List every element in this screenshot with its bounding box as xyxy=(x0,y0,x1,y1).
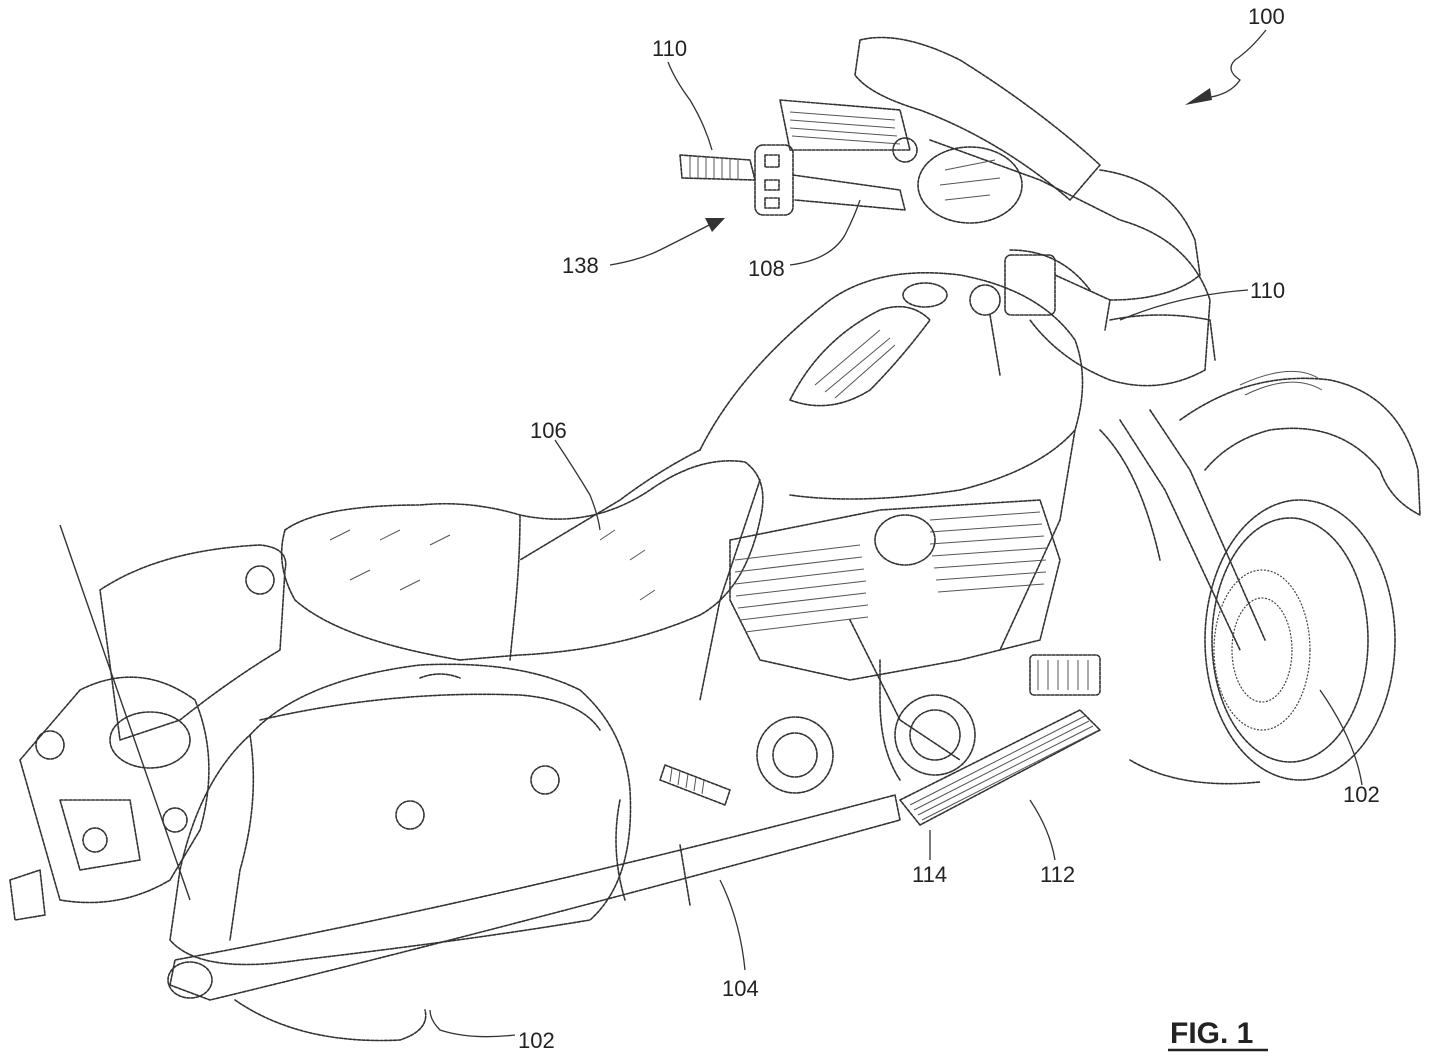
leader-lines xyxy=(429,29,1363,1038)
ref-102-rear: 102 xyxy=(518,1028,555,1053)
ref-114: 114 xyxy=(912,862,947,887)
figure-title: FIG. 1 xyxy=(1170,1017,1253,1050)
exhaust xyxy=(167,794,901,1001)
ref-100: 100 xyxy=(1248,4,1285,29)
arrow-100 xyxy=(1185,88,1212,105)
ref-110-right: 110 xyxy=(1250,278,1285,303)
highway-peg xyxy=(615,764,731,901)
saddlebag-left xyxy=(99,544,287,741)
saddlebag-right xyxy=(169,663,632,966)
fairing xyxy=(779,36,1216,387)
fuel-tank xyxy=(699,272,1084,500)
arrow-138 xyxy=(705,218,725,232)
reference-numerals: 100 110 138 108 110 106 102 114 112 104 … xyxy=(518,4,1380,1053)
ref-138: 138 xyxy=(562,253,599,278)
ref-112: 112 xyxy=(1040,862,1075,887)
ref-102-front: 102 xyxy=(1343,782,1380,807)
front-fork xyxy=(1099,409,1266,651)
ref-106: 106 xyxy=(530,418,567,443)
rear-wheel xyxy=(234,999,427,1042)
front-fender xyxy=(1179,370,1421,516)
figure-label: FIG. 1 xyxy=(1168,1017,1268,1052)
ref-104: 104 xyxy=(722,976,759,1001)
antenna xyxy=(59,524,191,901)
rear-light-assembly xyxy=(9,676,210,921)
front-wheel xyxy=(1129,499,1396,785)
footboard xyxy=(899,654,1101,826)
left-handlebar xyxy=(679,144,906,216)
right-handlebar-control xyxy=(1004,254,1111,331)
seat xyxy=(280,460,764,661)
ref-108: 108 xyxy=(748,256,785,281)
engine xyxy=(729,499,1061,794)
ref-110-top: 110 xyxy=(652,36,687,61)
